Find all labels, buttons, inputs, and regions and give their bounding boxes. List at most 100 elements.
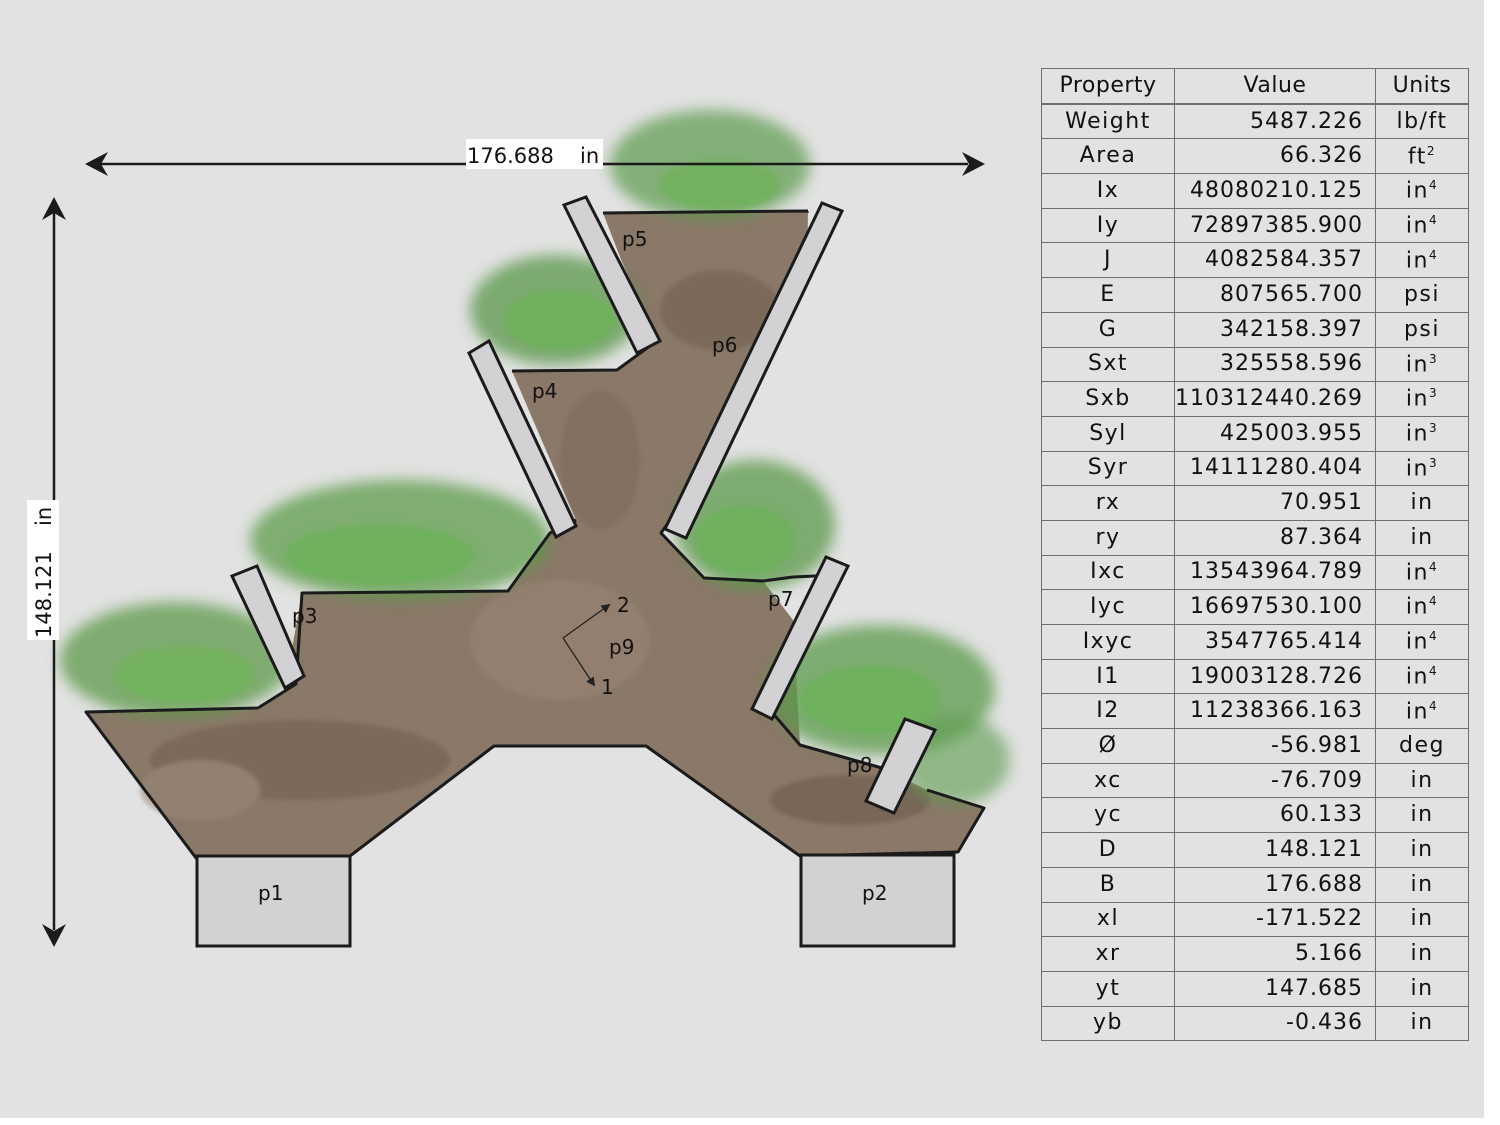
- unit-cell: in: [1374, 485, 1470, 521]
- unit-text: in: [1410, 1010, 1434, 1036]
- unit-text: psi: [1403, 316, 1440, 342]
- value-cell: 5.166: [1174, 936, 1376, 972]
- footing-p1: [195, 854, 352, 948]
- height-dimension: 148.121 in: [27, 197, 66, 947]
- unit-exponent: 4: [1428, 663, 1439, 678]
- property-cell: G: [1041, 311, 1175, 348]
- unit-exponent: 3: [1428, 455, 1439, 470]
- unit-cell: psi: [1374, 311, 1470, 348]
- unit-text: deg: [1399, 732, 1445, 758]
- value-cell: 48080210.125: [1174, 173, 1376, 209]
- unit-cell: in4: [1374, 554, 1470, 591]
- unit-text: in: [1410, 836, 1434, 862]
- plate-p4: [467, 338, 578, 540]
- value-cell: 66.326: [1174, 138, 1376, 175]
- unit-text: in: [1410, 906, 1434, 932]
- label-p7: p7: [768, 587, 793, 611]
- value-cell: 110312440.269: [1174, 381, 1376, 417]
- width-dimension: 176.688 in: [85, 139, 985, 176]
- unit-cell: in: [1374, 762, 1470, 799]
- axis-2-label: 2: [617, 593, 630, 617]
- unit-cell: in3: [1374, 450, 1470, 487]
- property-cell: E: [1041, 277, 1175, 313]
- value-cell: 148.121: [1174, 832, 1376, 868]
- unit-text: in: [1405, 594, 1429, 620]
- property-cell: J: [1041, 242, 1175, 279]
- unit-exponent: 3: [1428, 386, 1439, 401]
- property-cell: Sxb: [1041, 381, 1175, 417]
- table-header-row: Property Value Units: [1041, 67, 1470, 105]
- label-p4: p4: [532, 379, 557, 403]
- unit-text: in: [1405, 247, 1429, 273]
- unit-text: psi: [1403, 281, 1440, 307]
- value-cell: 176.688: [1174, 866, 1376, 903]
- unit-cell: deg: [1374, 728, 1470, 764]
- unit-cell: in4: [1374, 207, 1470, 244]
- label-p5: p5: [622, 227, 647, 251]
- unit-text: in: [1410, 975, 1434, 1001]
- label-p6: p6: [712, 333, 737, 357]
- property-cell: xc: [1041, 762, 1175, 799]
- property-cell: Ix: [1041, 173, 1175, 209]
- unit-cell: in: [1374, 1005, 1470, 1042]
- unit-cell: in: [1374, 519, 1470, 556]
- unit-text: in: [1410, 871, 1434, 897]
- property-cell: yb: [1041, 1005, 1175, 1042]
- property-cell: rx: [1041, 485, 1175, 521]
- value-cell: -76.709: [1174, 762, 1376, 799]
- property-cell: Iy: [1041, 207, 1175, 244]
- plate-p5: [561, 195, 663, 356]
- property-cell: Sxt: [1041, 346, 1175, 383]
- unit-cell: in: [1374, 936, 1470, 972]
- width-value: 176.688: [467, 144, 554, 168]
- property-cell: yc: [1041, 797, 1175, 834]
- header-value: Value: [1174, 67, 1376, 105]
- unit-cell: lb/ft: [1374, 103, 1470, 140]
- unit-text: in: [1410, 941, 1434, 967]
- property-cell: Ixyc: [1041, 624, 1175, 660]
- value-cell: 87.364: [1174, 519, 1376, 556]
- unit-exponent: 3: [1428, 351, 1439, 366]
- property-cell: Syr: [1041, 450, 1175, 487]
- unit-text: in: [1405, 421, 1429, 447]
- label-p8: p8: [847, 753, 872, 777]
- value-cell: -0.436: [1174, 1005, 1376, 1042]
- unit-exponent: 4: [1428, 594, 1439, 609]
- plates: [195, 195, 956, 948]
- unit-cell: psi: [1374, 277, 1470, 313]
- value-cell: 19003128.726: [1174, 658, 1376, 695]
- height-unit: in: [32, 507, 56, 526]
- property-cell: Ixc: [1041, 554, 1175, 591]
- unit-exponent: 4: [1428, 212, 1439, 227]
- value-cell: 72897385.900: [1174, 207, 1376, 244]
- unit-text: in: [1405, 698, 1429, 724]
- value-cell: 60.133: [1174, 797, 1376, 834]
- unit-exponent: 4: [1428, 559, 1439, 574]
- unit-cell: in4: [1374, 173, 1470, 209]
- unit-text: in: [1405, 178, 1429, 204]
- value-cell: 325558.596: [1174, 346, 1376, 383]
- header-units: Units: [1374, 67, 1470, 105]
- value-cell: -171.522: [1174, 901, 1376, 938]
- property-cell: yt: [1041, 970, 1175, 1007]
- unit-cell: in4: [1374, 589, 1470, 625]
